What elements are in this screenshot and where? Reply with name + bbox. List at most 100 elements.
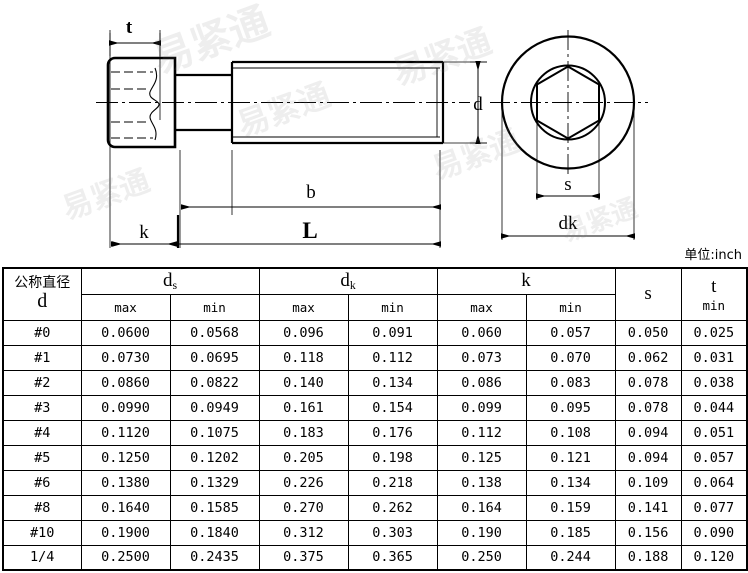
screw-drawing-svg: t d b L k — [96, 17, 648, 248]
end-view-projection-lines — [501, 100, 635, 240]
header-ds-min: min — [169, 293, 260, 321]
cell-k-max: 0.250 — [436, 544, 527, 571]
cell-k-max: 0.060 — [436, 319, 527, 346]
cell-dk-max: 0.096 — [258, 319, 349, 346]
cell-s: 0.050 — [614, 319, 682, 346]
header-group-k: k — [436, 267, 616, 295]
cell-s: 0.094 — [614, 444, 682, 471]
cell-ds-min: 0.1075 — [169, 419, 260, 446]
header-group-dk-sub: k — [349, 279, 356, 293]
cell-dk-max: 0.161 — [258, 394, 349, 421]
cell-t-min: 0.038 — [680, 369, 748, 396]
cell-ds-max: 0.0990 — [80, 394, 171, 421]
cell-dk-min: 0.154 — [347, 394, 438, 421]
cell-t-min: 0.031 — [680, 344, 748, 371]
cell-ds-max: 0.2500 — [80, 544, 171, 571]
cell-ds-min: 0.1585 — [169, 494, 260, 521]
header-nominal-diameter: 公称直径 d — [2, 267, 82, 321]
cell-dk-min: 0.218 — [347, 469, 438, 496]
cell-s: 0.094 — [614, 419, 682, 446]
row-nominal-diameter: #5 — [2, 444, 82, 471]
header-k-max: max — [436, 293, 527, 321]
dimension-d — [470, 61, 487, 144]
cell-dk-max: 0.270 — [258, 494, 349, 521]
spec-table-container: 公称直径 d ds dk k s t min max — [2, 267, 748, 571]
cell-ds-max: 0.0730 — [80, 344, 171, 371]
header-t-min: min — [702, 297, 726, 313]
hex-socket-section-lines — [111, 71, 153, 139]
header-group-dk: dk — [258, 267, 438, 295]
cell-ds-max: 0.0600 — [80, 319, 171, 346]
header-ds-max: max — [80, 293, 171, 321]
cell-s: 0.062 — [614, 344, 682, 371]
dimension-L — [112, 215, 441, 248]
screw-threaded-portion — [230, 60, 445, 145]
cell-dk-min: 0.303 — [347, 519, 438, 546]
projection-lines — [109, 33, 487, 248]
cell-k-min: 0.108 — [525, 419, 616, 446]
row-nominal-diameter: #10 — [2, 519, 82, 546]
header-nominal-diameter-cn: 公称直径 — [14, 275, 71, 292]
cell-k-min: 0.070 — [525, 344, 616, 371]
header-group-k-base: k — [521, 270, 531, 292]
screw-shank-unthreaded — [175, 73, 232, 132]
cell-t-min: 0.064 — [680, 469, 748, 496]
cell-dk-min: 0.176 — [347, 419, 438, 446]
cell-dk-min: 0.134 — [347, 369, 438, 396]
cell-k-max: 0.073 — [436, 344, 527, 371]
cell-dk-max: 0.375 — [258, 544, 349, 571]
row-nominal-diameter: #6 — [2, 469, 82, 496]
cell-dk-max: 0.140 — [258, 369, 349, 396]
cell-s: 0.141 — [614, 494, 682, 521]
cell-ds-min: 0.2435 — [169, 544, 260, 571]
dimension-label-s: s — [564, 174, 571, 195]
header-s: s — [614, 267, 682, 321]
cell-t-min: 0.044 — [680, 394, 748, 421]
cell-t-min: 0.057 — [680, 444, 748, 471]
header-group-dk-base: d — [340, 270, 350, 292]
cell-t-min: 0.051 — [680, 419, 748, 446]
header-k-min: min — [525, 293, 616, 321]
cell-dk-min: 0.112 — [347, 344, 438, 371]
cell-ds-min: 0.1840 — [169, 519, 260, 546]
cell-k-min: 0.159 — [525, 494, 616, 521]
cell-k-max: 0.112 — [436, 419, 527, 446]
screw-head-outline — [106, 56, 177, 149]
technical-drawing: 易紧通 易紧通 易紧通 易紧通 易紧通 易紧通 — [0, 0, 748, 262]
unit-note: 单位:inch — [684, 248, 742, 263]
cell-t-min: 0.120 — [680, 544, 748, 571]
cell-dk-min: 0.365 — [347, 544, 438, 571]
cell-dk-max: 0.205 — [258, 444, 349, 471]
cell-k-min: 0.057 — [525, 319, 616, 346]
cell-t-min: 0.090 — [680, 519, 748, 546]
header-group-ds-sub: s — [172, 279, 178, 293]
cell-k-min: 0.083 — [525, 369, 616, 396]
row-nominal-diameter: #4 — [2, 419, 82, 446]
cell-dk-min: 0.198 — [347, 444, 438, 471]
header-nominal-diameter-symbol: d — [37, 290, 48, 313]
cell-ds-max: 0.0860 — [80, 369, 171, 396]
cell-ds-max: 0.1900 — [80, 519, 171, 546]
hex-socket-break-line — [149, 67, 160, 141]
cell-k-max: 0.099 — [436, 394, 527, 421]
cell-t-min: 0.077 — [680, 494, 748, 521]
cell-k-max: 0.125 — [436, 444, 527, 471]
dimension-label-L: L — [302, 218, 317, 243]
dimension-label-d: d — [473, 94, 483, 115]
cell-ds-min: 0.0822 — [169, 369, 260, 396]
dimension-label-b: b — [306, 182, 316, 203]
header-dk-max: max — [258, 293, 349, 321]
row-nominal-diameter: #2 — [2, 369, 82, 396]
dimension-label-dk: dk — [559, 213, 579, 234]
cell-s: 0.109 — [614, 469, 682, 496]
